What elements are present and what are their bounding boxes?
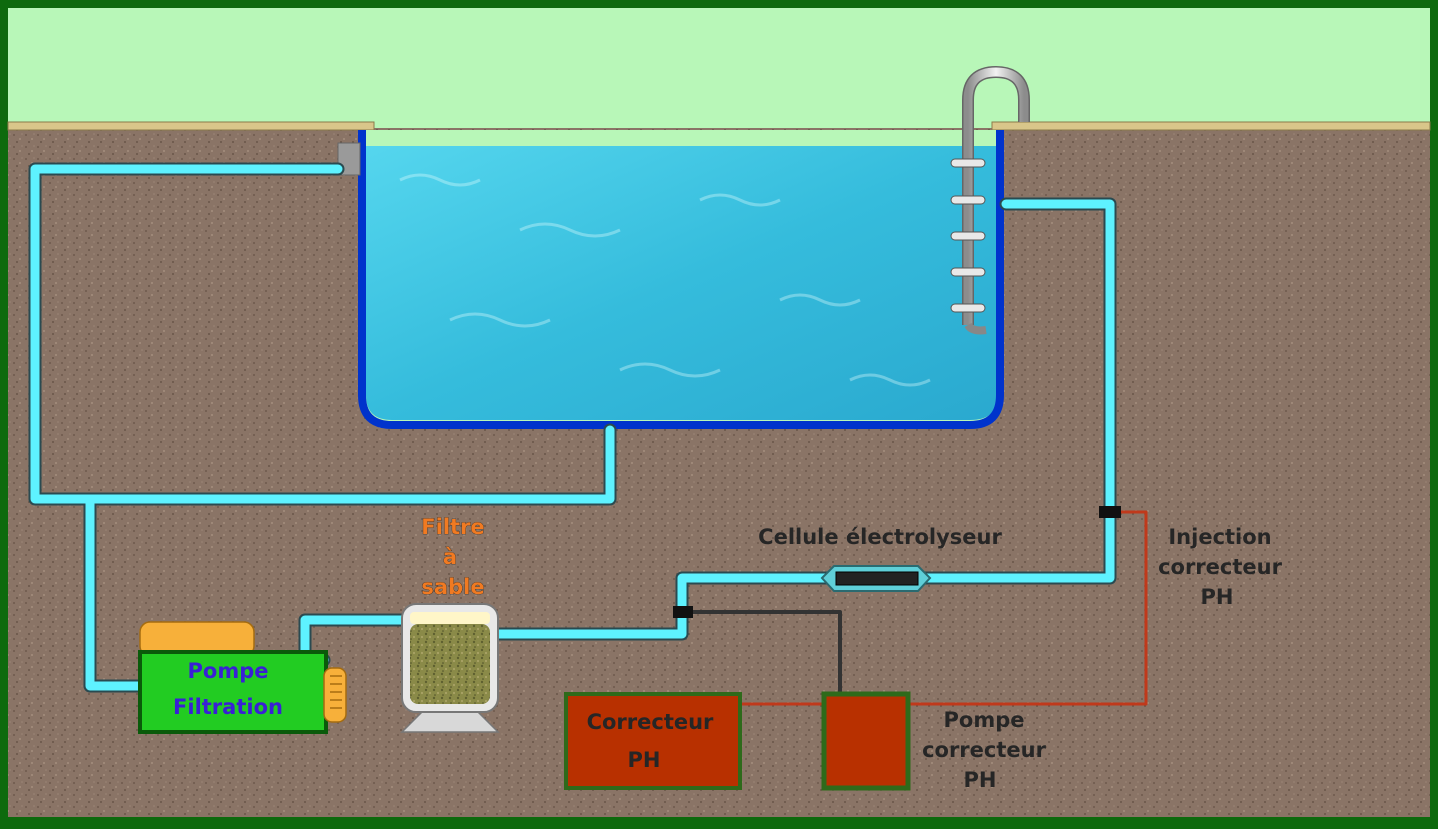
filtre-label-2: à: [443, 545, 457, 569]
coping-left: [7, 121, 375, 131]
filtre-label-3: sable: [421, 575, 484, 599]
pompe-correcteur-label-1: Pompe: [944, 708, 1025, 732]
ph-lines: [686, 510, 1148, 706]
sand-filter: [400, 603, 500, 733]
pompe-filtration-label-1: Pompe: [188, 659, 269, 683]
pompe-correcteur-label-2: correcteur: [922, 738, 1047, 762]
filtre-label-1: Filtre: [421, 515, 484, 539]
injection-label-2: correcteur: [1158, 555, 1283, 579]
injection-label-1: Injection: [1168, 525, 1271, 549]
sensor-line: [686, 610, 842, 694]
pump-inlet-pipe: [85, 494, 147, 691]
filtration-pump: [138, 621, 347, 734]
water-ripples: [399, 173, 931, 387]
electrolysis-cell: [820, 565, 932, 592]
ph-injection-line: [908, 510, 1148, 706]
coping-right: [991, 121, 1431, 131]
ph-pump: [821, 691, 911, 791]
labels: Filtre à sable Cellule électrolyseur Inj…: [173, 515, 1283, 792]
injection-point: [1099, 506, 1121, 518]
return-pipe: [920, 199, 1115, 583]
correcteur-label-1: Correcteur: [587, 710, 714, 734]
pool-ladder: [950, 65, 1030, 335]
skimmer-pipe: [30, 164, 615, 504]
pompe-correcteur-label-3: PH: [964, 768, 997, 792]
pool-wall: [358, 130, 1004, 429]
correcteur-label-2: PH: [628, 748, 661, 772]
sky: [8, 8, 1430, 130]
pool-water: [364, 146, 998, 420]
pompe-filtration-label-2: Filtration: [173, 695, 283, 719]
ph-correcteur-tank: [564, 692, 742, 790]
injection-label-3: PH: [1201, 585, 1234, 609]
cellule-label: Cellule électrolyseur: [758, 525, 1002, 549]
sensor-probe: [673, 606, 693, 618]
